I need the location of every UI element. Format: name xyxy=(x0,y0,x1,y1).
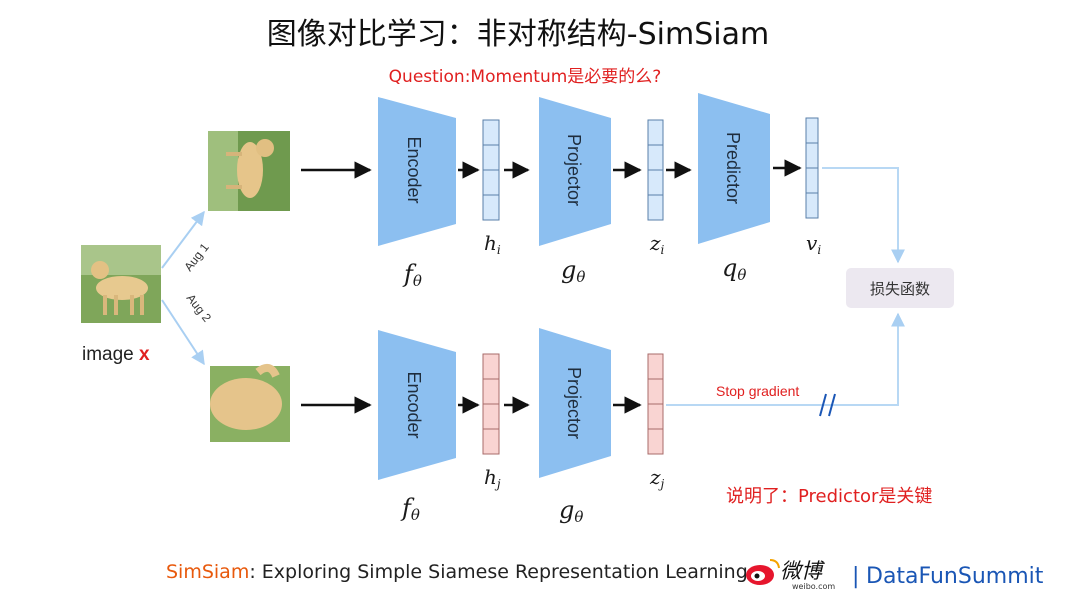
top-projector-block xyxy=(539,97,611,246)
aug1-arrow xyxy=(161,210,205,269)
bottom-encoder-label: Encoder xyxy=(404,371,424,438)
top-v-symbol: vi xyxy=(806,231,821,257)
footer-brand-right: DataFunSummit xyxy=(866,564,1044,589)
stop-gradient-label: Stop gradient xyxy=(716,383,799,399)
aug2-arrow xyxy=(161,299,205,366)
aug2-label: Aug 2 xyxy=(184,291,215,325)
weibo-text: 微博 xyxy=(780,559,825,583)
bottom-encoder-symbol: fθ xyxy=(400,494,420,524)
bottom-projector-symbol: gθ xyxy=(559,496,583,526)
top-encoder-label: Encoder xyxy=(404,136,424,203)
top-encoder-block xyxy=(378,97,456,246)
top-z-symbol: zi xyxy=(649,231,665,257)
stop-gradient-mark xyxy=(819,393,836,417)
page-title: 图像对比学习：非对称结构-SimSiam xyxy=(267,17,769,52)
top-encoder-symbol: fθ xyxy=(402,260,422,290)
bottom-z-symbol: zj xyxy=(649,465,665,491)
top-h-vector xyxy=(482,119,500,221)
arrow-v-to-loss xyxy=(822,167,905,264)
aug1-label: Aug 1 xyxy=(181,240,212,274)
top-h-symbol: hi xyxy=(484,231,501,257)
conclusion-text: 说明了：Predictor是关键 xyxy=(726,486,932,507)
loss-box xyxy=(846,268,954,308)
top-predictor-block xyxy=(698,93,770,244)
bottom-h-vector xyxy=(482,353,500,455)
top-projector-symbol: gθ xyxy=(561,256,585,286)
top-projector-label: Projector xyxy=(564,134,584,206)
bottom-projector-label: Projector xyxy=(564,367,584,439)
bottom-z-vector xyxy=(647,353,664,455)
top-v-vector xyxy=(805,117,819,219)
top-predictor-label: Predictor xyxy=(723,132,743,204)
footer-caption: SimSiam: Exploring Simple Siamese Repres… xyxy=(166,561,748,583)
weibo-url: weibo.com xyxy=(792,582,835,591)
loss-label: 损失函数 xyxy=(870,280,930,298)
bottom-h-symbol: hj xyxy=(484,465,501,491)
top-z-vector xyxy=(647,119,664,221)
weibo-logo-icon xyxy=(746,559,780,585)
input-dog-image xyxy=(81,245,161,323)
bottom-encoder-block xyxy=(378,330,456,480)
augmented-image-2 xyxy=(210,363,290,442)
augmented-image-1 xyxy=(208,131,290,211)
arrow-z-to-loss xyxy=(666,312,905,406)
top-predictor-symbol: qθ xyxy=(722,254,746,284)
footer-separator: | xyxy=(852,564,859,589)
question-text: Question:Momentum是必要的么? xyxy=(389,67,662,87)
input-label: image x xyxy=(82,344,150,365)
bottom-projector-block xyxy=(539,328,611,478)
